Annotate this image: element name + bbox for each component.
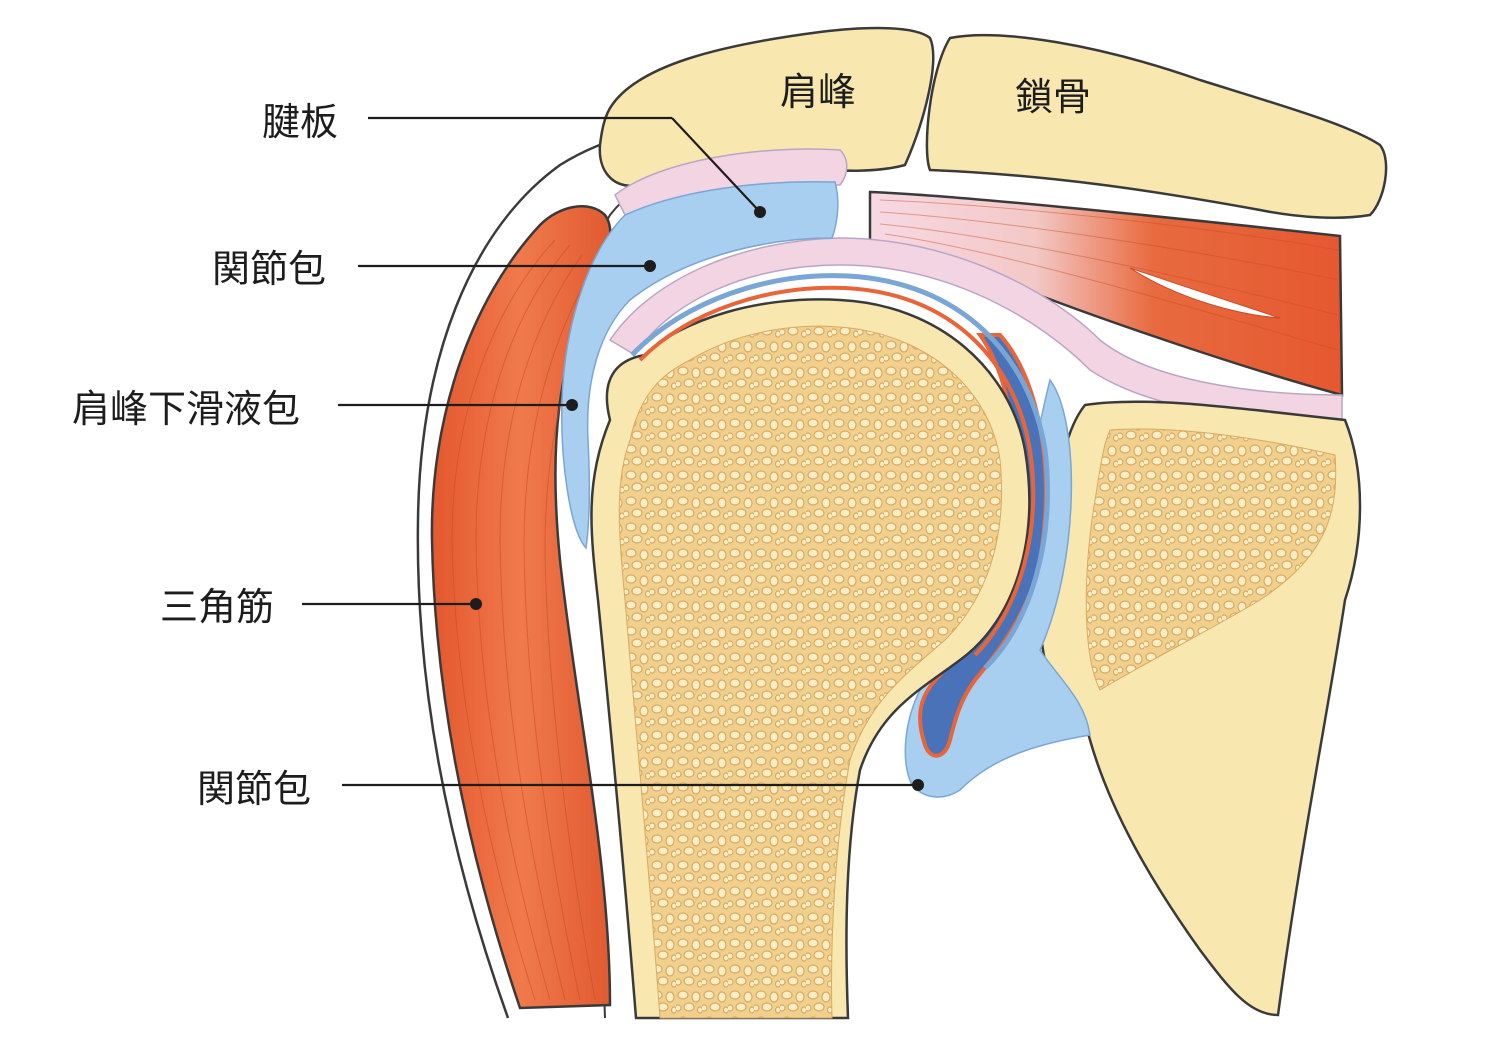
skin-outline <box>416 126 681 1019</box>
leader-bursa <box>338 399 578 411</box>
humeral-head-capsule-line <box>630 273 1050 670</box>
humerus-spongy <box>618 325 1003 1019</box>
deltoid-muscle <box>430 205 612 1010</box>
acromion-label: 肩峰 <box>780 70 856 114</box>
leader-capsule-upper <box>358 260 656 272</box>
acromion-bone <box>598 26 935 188</box>
label-subacromial-bursa: 肩峰下滑液包 <box>72 387 300 431</box>
leader-tendon <box>368 116 766 218</box>
subacromial-bursa <box>560 181 839 550</box>
label-joint-capsule-lower: 関節包 <box>197 767 311 811</box>
supraspinatus-slit <box>1129 267 1281 319</box>
label-joint-capsule-upper: 関節包 <box>212 247 326 291</box>
leader-capsule-lower <box>342 779 924 791</box>
leader-deltoid <box>302 598 482 610</box>
clavicle-bone <box>925 33 1388 219</box>
glenoid-spongy <box>1085 428 1337 691</box>
label-deltoid: 三角筋 <box>160 585 274 629</box>
humeral-head-cartilage <box>638 285 1036 657</box>
label-tendon-plate: 腱板 <box>262 100 338 144</box>
supraspinatus-fibers <box>879 199 1339 351</box>
clavicle-label: 鎖骨 <box>1015 75 1091 119</box>
tendon-band-over-head <box>608 237 1343 423</box>
